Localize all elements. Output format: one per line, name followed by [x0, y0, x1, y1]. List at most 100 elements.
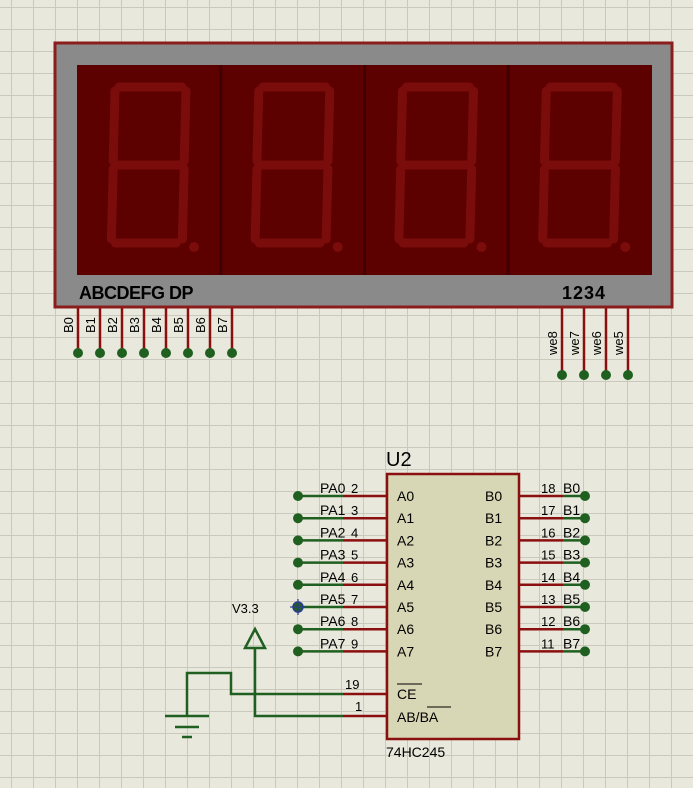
- segment-label: ABCDEFG DP: [79, 283, 193, 303]
- seg-f: [396, 86, 407, 166]
- net-label: PA5: [320, 591, 346, 607]
- seg-c: [321, 164, 333, 244]
- segment-pin-label: B0: [61, 317, 76, 333]
- pin-number: 19: [345, 677, 359, 692]
- net-label: PA0: [320, 480, 346, 496]
- seg-b: [467, 86, 478, 166]
- segment-pin-label: B5: [171, 317, 186, 333]
- segment-pin[interactable]: B6: [193, 308, 215, 358]
- seg-f: [252, 86, 264, 166]
- pin-number: 17: [541, 503, 555, 518]
- net-label: B4: [563, 569, 580, 585]
- segment-pin[interactable]: B1: [83, 308, 105, 358]
- segment-pin[interactable]: B4: [149, 308, 171, 358]
- net-label: PA3: [320, 547, 346, 563]
- chip-pin-ce[interactable]: 19 CE: [343, 677, 422, 702]
- seg-b: [179, 86, 191, 166]
- net-label: B7: [563, 635, 580, 651]
- net-label: B2: [563, 524, 580, 540]
- seg-e: [106, 164, 118, 244]
- pin-name: B7: [485, 643, 502, 659]
- segment-pin-label: B3: [127, 317, 142, 333]
- svg-text:AB/BA: AB/BA: [397, 709, 439, 725]
- pin-name: A4: [397, 577, 414, 593]
- seg-dp: [476, 242, 487, 252]
- segment-pin[interactable]: B3: [127, 308, 149, 358]
- pin-name: CE: [397, 686, 416, 702]
- crosshair-marker-icon: [290, 599, 306, 615]
- chip-pin-a2[interactable]: PA2 4 A2: [293, 524, 414, 548]
- chip-pin-dir[interactable]: 1 AB/BA: [343, 699, 451, 725]
- seg-b: [323, 86, 335, 166]
- ground-icon[interactable]: [165, 714, 209, 739]
- power-arrow-icon[interactable]: [242, 626, 268, 650]
- pin-name: A1: [397, 510, 414, 526]
- segment-pin[interactable]: B2: [105, 308, 127, 358]
- seg-dp: [620, 242, 631, 252]
- net-label: PA2: [320, 524, 346, 540]
- seg-c: [609, 164, 620, 244]
- seg-c: [177, 164, 189, 244]
- pin-name: A6: [397, 621, 414, 637]
- pin-name: B5: [485, 599, 502, 615]
- pin-number: 9: [351, 636, 358, 651]
- ce-wire: [185, 671, 343, 716]
- power-net: V3.3: [165, 599, 343, 739]
- pin-number: 18: [541, 481, 555, 496]
- segment-pin-label: B4: [149, 317, 164, 333]
- pin-name-ab: AB/: [397, 709, 420, 725]
- pin-number: 4: [351, 525, 358, 540]
- segment-pin-label: B1: [83, 317, 98, 333]
- digit: [106, 82, 199, 252]
- pin-name: A2: [397, 532, 414, 548]
- net-label: PA7: [320, 635, 346, 651]
- digit-pin[interactable]: we6: [589, 308, 611, 380]
- seg-e: [394, 164, 406, 244]
- seg-c: [465, 164, 477, 244]
- digit: [219, 65, 343, 275]
- pin-number: 6: [351, 570, 358, 585]
- net-label: B1: [563, 502, 580, 518]
- seg-dp: [189, 242, 199, 252]
- seg-f: [539, 86, 551, 166]
- segment-pin[interactable]: B5: [171, 308, 193, 358]
- pin-number: 2: [351, 481, 358, 496]
- digit-pin[interactable]: we8: [545, 308, 567, 380]
- segment-pins: B0 B1 B2 B3 B4 B5 B6: [61, 308, 237, 358]
- segment-pin[interactable]: B0: [61, 308, 83, 358]
- net-label: PA4: [320, 569, 346, 585]
- digit: [363, 65, 487, 275]
- pin-name: B0: [485, 488, 502, 504]
- digit-pin[interactable]: we5: [611, 308, 633, 380]
- pin-name: B1: [485, 510, 502, 526]
- pin-number: 12: [541, 614, 555, 629]
- chip-pin-a4[interactable]: PA4 6 A4: [293, 569, 414, 593]
- power-label: V3.3: [232, 601, 259, 616]
- pin-number: 7: [351, 592, 358, 607]
- digit-pins: we8 we7 we6 we5: [545, 308, 633, 380]
- segment-pin-label: B6: [193, 317, 208, 333]
- digit-pin[interactable]: we7: [567, 308, 589, 380]
- segment-pin[interactable]: B7: [215, 308, 237, 358]
- pin-name: A0: [397, 488, 414, 504]
- digit-pin-label: we6: [589, 331, 604, 356]
- chip-pin-a0[interactable]: PA0 2 A0: [293, 480, 414, 504]
- seven-segment-display[interactable]: ABCDEFG DP 1234: [53, 41, 674, 309]
- net-label: PA6: [320, 613, 346, 629]
- digit-pin-label: we7: [567, 331, 582, 356]
- pin-name: B6: [485, 621, 502, 637]
- chip-pin-b1[interactable]: B1 17 B1: [485, 502, 590, 526]
- pin-name: A5: [397, 599, 414, 615]
